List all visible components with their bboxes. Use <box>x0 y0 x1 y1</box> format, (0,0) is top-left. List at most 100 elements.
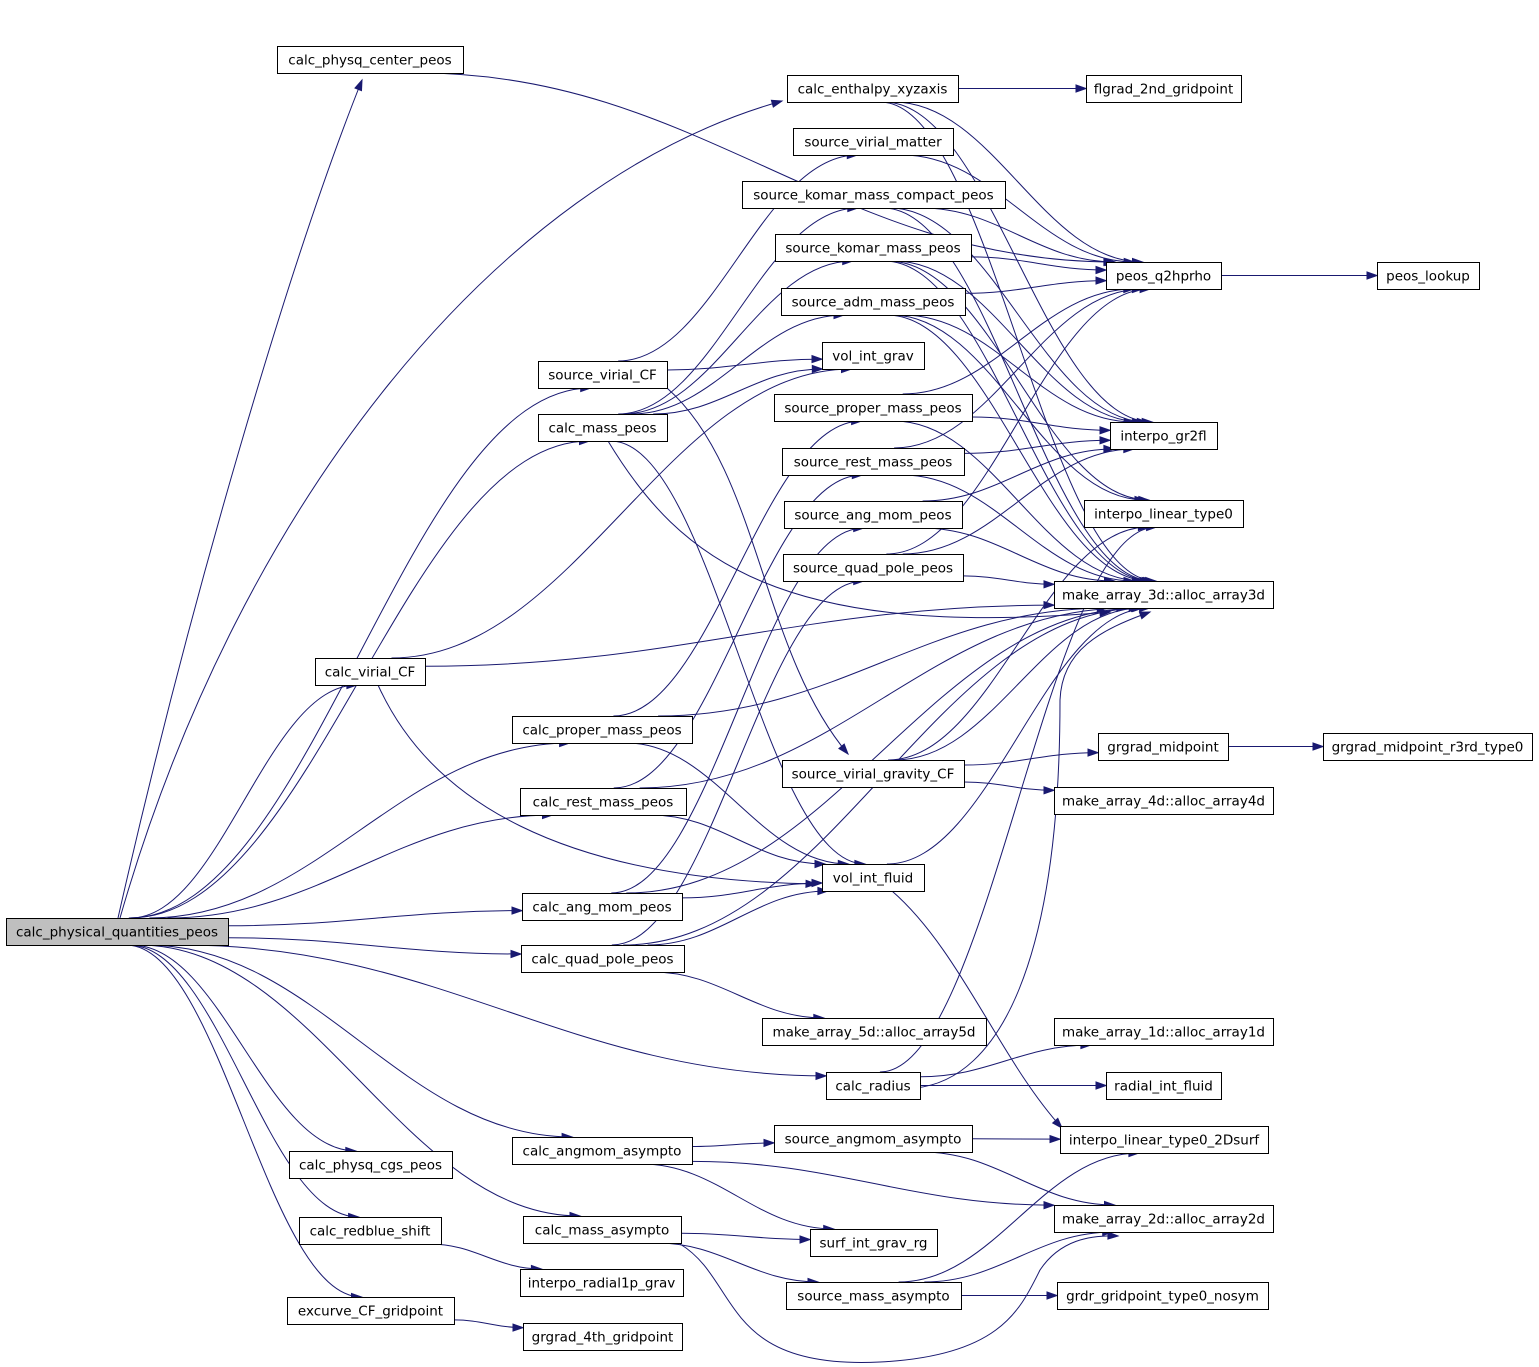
node-box <box>6 918 229 946</box>
node-box <box>774 394 973 422</box>
arrowhead-icon <box>1043 1200 1056 1210</box>
node-label: grdr_gridpoint_type0_nosym <box>1066 1289 1259 1305</box>
arrowhead-icon <box>1043 580 1056 589</box>
node-box <box>287 1297 455 1325</box>
function-node-calc_quad[interactable]: calc_quad_pole_peos <box>521 945 685 973</box>
function-node-calc_virial[interactable]: calc_virial_CF <box>315 658 426 686</box>
node-box <box>822 342 925 370</box>
function-node-src_komar_compact[interactable]: source_komar_mass_compact_peos <box>742 181 1006 209</box>
function-node-src_angmom_asym[interactable]: source_angmom_asympto <box>774 1125 973 1153</box>
function-node-excurve[interactable]: excurve_CF_gridpoint <box>287 1297 455 1325</box>
function-node-grgrad_mid_r3rd[interactable]: grgrad_midpoint_r3rd_type0 <box>1323 733 1533 761</box>
node-box <box>315 658 426 686</box>
function-node-alloc4d[interactable]: make_array_4d::alloc_array4d <box>1054 787 1274 815</box>
node-label: calc_quad_pole_peos <box>531 952 673 968</box>
call-edge-calc_angmom_asym-to-src_angmom_asym <box>691 1138 776 1148</box>
function-node-grgrad_mid[interactable]: grgrad_midpoint <box>1098 733 1229 761</box>
function-node-src_virial_matter[interactable]: source_virial_matter <box>793 128 954 156</box>
node-label: calc_proper_mass_peos <box>522 723 681 739</box>
call-edge-calc_angmom-to-vol_int_fluid <box>681 878 824 899</box>
function-node-interpo_lin0[interactable]: interpo_linear_type0 <box>1084 500 1244 528</box>
function-node-src_quad[interactable]: source_quad_pole_peos <box>783 554 964 582</box>
function-node-src_komar[interactable]: source_komar_mass_peos <box>775 234 972 262</box>
function-node-physq_cgs[interactable]: calc_physq_cgs_peos <box>289 1151 453 1179</box>
node-box <box>787 75 959 103</box>
function-node-calc_angmom[interactable]: calc_ang_mom_peos <box>522 893 683 921</box>
arrowhead-icon <box>1075 84 1088 93</box>
function-node-peos_q2hprho[interactable]: peos_q2hprho <box>1106 262 1222 290</box>
call-edge-src_quad-to-alloc3d <box>962 575 1056 589</box>
node-label: make_array_2d::alloc_array2d <box>1062 1212 1265 1228</box>
node-box <box>538 361 668 389</box>
arrowhead-icon <box>1095 1081 1108 1090</box>
node-box <box>793 128 954 156</box>
function-node-enthalpy[interactable]: calc_enthalpy_xyzaxis <box>787 75 959 103</box>
node-label: source_virial_gravity_CF <box>792 767 955 783</box>
arrowhead-icon <box>811 878 824 888</box>
call-edge-calc_radius-to-radial_int <box>920 1081 1108 1090</box>
node-box <box>1054 1205 1274 1233</box>
node-box <box>774 1125 973 1153</box>
function-node-src_proper[interactable]: source_proper_mass_peos <box>774 394 973 422</box>
function-node-alloc1d[interactable]: make_array_1d::alloc_array1d <box>1054 1018 1274 1046</box>
call-edge-calc_mass_asym-to-alloc2d <box>679 1231 1120 1363</box>
function-node-src_virial_cf[interactable]: source_virial_CF <box>538 361 668 389</box>
function-node-vol_int_fluid[interactable]: vol_int_fluid <box>822 864 925 892</box>
root-function-node[interactable]: calc_physical_quantities_peos <box>6 918 229 946</box>
node-box <box>1057 1282 1269 1310</box>
function-node-interpo_gr2fl[interactable]: interpo_gr2fl <box>1110 422 1218 450</box>
function-node-src_rest[interactable]: source_rest_mass_peos <box>782 448 965 476</box>
node-box <box>810 1229 938 1257</box>
node-box <box>512 716 693 744</box>
call-edge-root-to-calc_quad <box>227 937 523 959</box>
function-node-calc_proper[interactable]: calc_proper_mass_peos <box>512 716 693 744</box>
function-node-calc_mass[interactable]: calc_mass_peos <box>538 414 668 442</box>
function-node-src_adm[interactable]: source_adm_mass_peos <box>781 288 966 316</box>
node-label: calc_angmom_asympto <box>523 1144 682 1160</box>
call-edge-src_mass_asym-to-alloc2d <box>924 1227 1115 1283</box>
node-box <box>1054 787 1274 815</box>
arrowhead-icon <box>354 78 363 92</box>
call-edge-enthalpy-to-flgrad <box>958 84 1088 93</box>
arrowhead-icon <box>512 1323 525 1332</box>
function-node-alloc5d[interactable]: make_array_5d::alloc_array5d <box>762 1018 987 1046</box>
node-label: make_array_3d::alloc_array3d <box>1062 588 1265 604</box>
function-node-vol_int_grav[interactable]: vol_int_grav <box>822 342 925 370</box>
function-node-calc_rest[interactable]: calc_rest_mass_peos <box>520 788 687 816</box>
node-box <box>289 1151 453 1179</box>
node-label: interpo_gr2fl <box>1120 429 1206 445</box>
call-edge-src_komar-to-peos_q2hprho <box>970 256 1108 275</box>
function-node-interpo_2dsurf[interactable]: interpo_linear_type0_2Dsurf <box>1060 1126 1269 1154</box>
function-node-alloc3d[interactable]: make_array_3d::alloc_array3d <box>1054 581 1274 609</box>
function-node-src_virial_grav[interactable]: source_virial_gravity_CF <box>782 760 965 788</box>
function-node-redblue[interactable]: calc_redblue_shift <box>299 1217 442 1245</box>
function-node-calc_mass_asym[interactable]: calc_mass_asympto <box>523 1216 682 1244</box>
function-node-grdr[interactable]: grdr_gridpoint_type0_nosym <box>1057 1282 1269 1310</box>
node-label: calc_physical_quantities_peos <box>16 925 218 941</box>
node-box <box>1110 422 1218 450</box>
function-node-calc_radius[interactable]: calc_radius <box>826 1072 921 1100</box>
call-edge-calc_angmom-to-alloc3d <box>626 603 1141 894</box>
function-node-src_mass_asym[interactable]: source_mass_asympto <box>786 1282 962 1310</box>
call-edge-root-to-excurve <box>125 944 364 1302</box>
node-label: calc_enthalpy_xyzaxis <box>798 82 948 98</box>
node-label: peos_q2hprho <box>1116 269 1211 285</box>
node-box <box>523 1216 682 1244</box>
function-node-physq_center[interactable]: calc_physq_center_peos <box>277 46 464 74</box>
node-box <box>742 181 1006 209</box>
function-node-radial_int[interactable]: radial_int_fluid <box>1106 1072 1222 1100</box>
function-node-surf_int[interactable]: surf_int_grav_rg <box>810 1229 938 1257</box>
call-edge-calc_mass-to-vol_int_grav <box>653 364 824 415</box>
node-box <box>781 288 966 316</box>
function-node-calc_angmom_asym[interactable]: calc_angmom_asympto <box>512 1137 693 1165</box>
node-box <box>1084 500 1244 528</box>
function-node-alloc2d[interactable]: make_array_2d::alloc_array2d <box>1054 1205 1274 1233</box>
call-edge-calc_mass_asym-to-surf_int <box>680 1232 812 1244</box>
node-label: source_komar_mass_compact_peos <box>753 188 993 204</box>
function-node-interpo_radial[interactable]: interpo_radial1p_grav <box>520 1269 684 1297</box>
function-node-flgrad[interactable]: flgrad_2nd_gridpoint <box>1086 75 1242 103</box>
function-node-grgrad4th[interactable]: grgrad_4th_gridpoint <box>523 1323 683 1351</box>
function-node-peos_lookup[interactable]: peos_lookup <box>1377 262 1480 290</box>
function-node-src_angmom[interactable]: source_ang_mom_peos <box>784 501 963 529</box>
arrowhead-icon <box>1138 611 1152 620</box>
